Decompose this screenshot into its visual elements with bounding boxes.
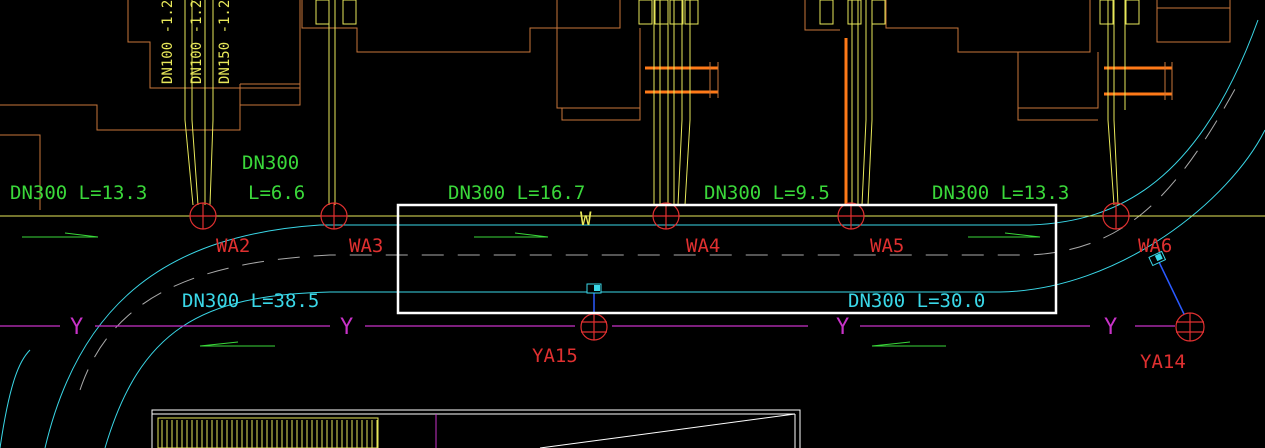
bottom-structure bbox=[151, 409, 801, 448]
rain-line-label: Y bbox=[70, 315, 83, 340]
rain-line-label: Y bbox=[1104, 315, 1117, 340]
rain-manhole-labels: YA15 YA14 bbox=[532, 345, 1186, 373]
manhole-label: WA2 bbox=[216, 235, 250, 257]
road-curves bbox=[0, 19, 1265, 448]
rain-inlets[interactable] bbox=[586, 250, 1185, 315]
sewer-segment-label: DN300 bbox=[242, 152, 299, 174]
manhole-label: WA4 bbox=[686, 235, 720, 257]
sewer-segment-label: DN300 L=13.3 bbox=[932, 182, 1069, 204]
vertical-pipe-label: DN100 -1.20 bbox=[160, 0, 176, 84]
rain-segment-labels: DN300 L=38.5 DN300 L=30.0 bbox=[182, 290, 985, 312]
manhole-label: WA3 bbox=[349, 235, 383, 257]
vertical-branch-pipes bbox=[184, 0, 1126, 206]
manhole-label: YA14 bbox=[1140, 351, 1186, 373]
rain-line-label: Y bbox=[340, 315, 353, 340]
rain-line-labels: Y Y Y Y bbox=[70, 315, 1117, 340]
sewer-manhole-labels: WA2 WA3 WA4 WA5 WA6 bbox=[216, 235, 1172, 257]
sewer-manholes[interactable] bbox=[189, 202, 1130, 230]
manhole-WA3[interactable] bbox=[320, 202, 348, 230]
manhole-WA2[interactable] bbox=[189, 202, 217, 230]
manhole-label: YA15 bbox=[532, 345, 578, 367]
orange-pipe-segments bbox=[645, 38, 1172, 205]
manhole-YA15[interactable] bbox=[580, 313, 608, 341]
manhole-label: WA5 bbox=[870, 235, 904, 257]
vertical-pipe-label: DN150 -1.20 bbox=[217, 0, 233, 84]
building-outlines bbox=[0, 0, 1231, 210]
vertical-pipe-label: DN100 -1.20 bbox=[189, 0, 205, 84]
manhole-YA14[interactable] bbox=[1175, 312, 1205, 342]
vertical-pipe-labels: DN100 -1.20 DN100 -1.20 DN150 -1.20 bbox=[160, 0, 233, 84]
road-dashes bbox=[79, 79, 1241, 391]
rain-segment-label: DN300 L=38.5 bbox=[182, 290, 319, 312]
bottom-hatching bbox=[161, 420, 378, 448]
sewer-line-label: W bbox=[580, 208, 592, 230]
rain-segment-label: DN300 L=30.0 bbox=[848, 290, 985, 312]
sewer-segment-label: L=6.6 bbox=[248, 182, 305, 204]
orange-pipe-rails bbox=[709, 62, 1173, 100]
sewer-segment-label: DN300 L=13.3 bbox=[10, 182, 147, 204]
flow-arrows bbox=[22, 232, 1041, 347]
sewer-segment-label: DN300 L=9.5 bbox=[704, 182, 830, 204]
selection-box[interactable] bbox=[396, 203, 1058, 315]
manhole-label: WA6 bbox=[1138, 235, 1172, 257]
manhole-WA4[interactable] bbox=[652, 202, 680, 230]
sewer-segment-label: DN300 L=16.7 bbox=[448, 182, 585, 204]
clipped-top-labels bbox=[315, 0, 1140, 25]
sewer-segment-labels: DN300 L=13.3 DN300 L=6.6 DN300 L=16.7 DN… bbox=[10, 152, 1069, 204]
manhole-WA6[interactable] bbox=[1102, 202, 1130, 230]
rain-line-label: Y bbox=[836, 315, 849, 340]
manhole-WA5[interactable] bbox=[837, 202, 865, 230]
